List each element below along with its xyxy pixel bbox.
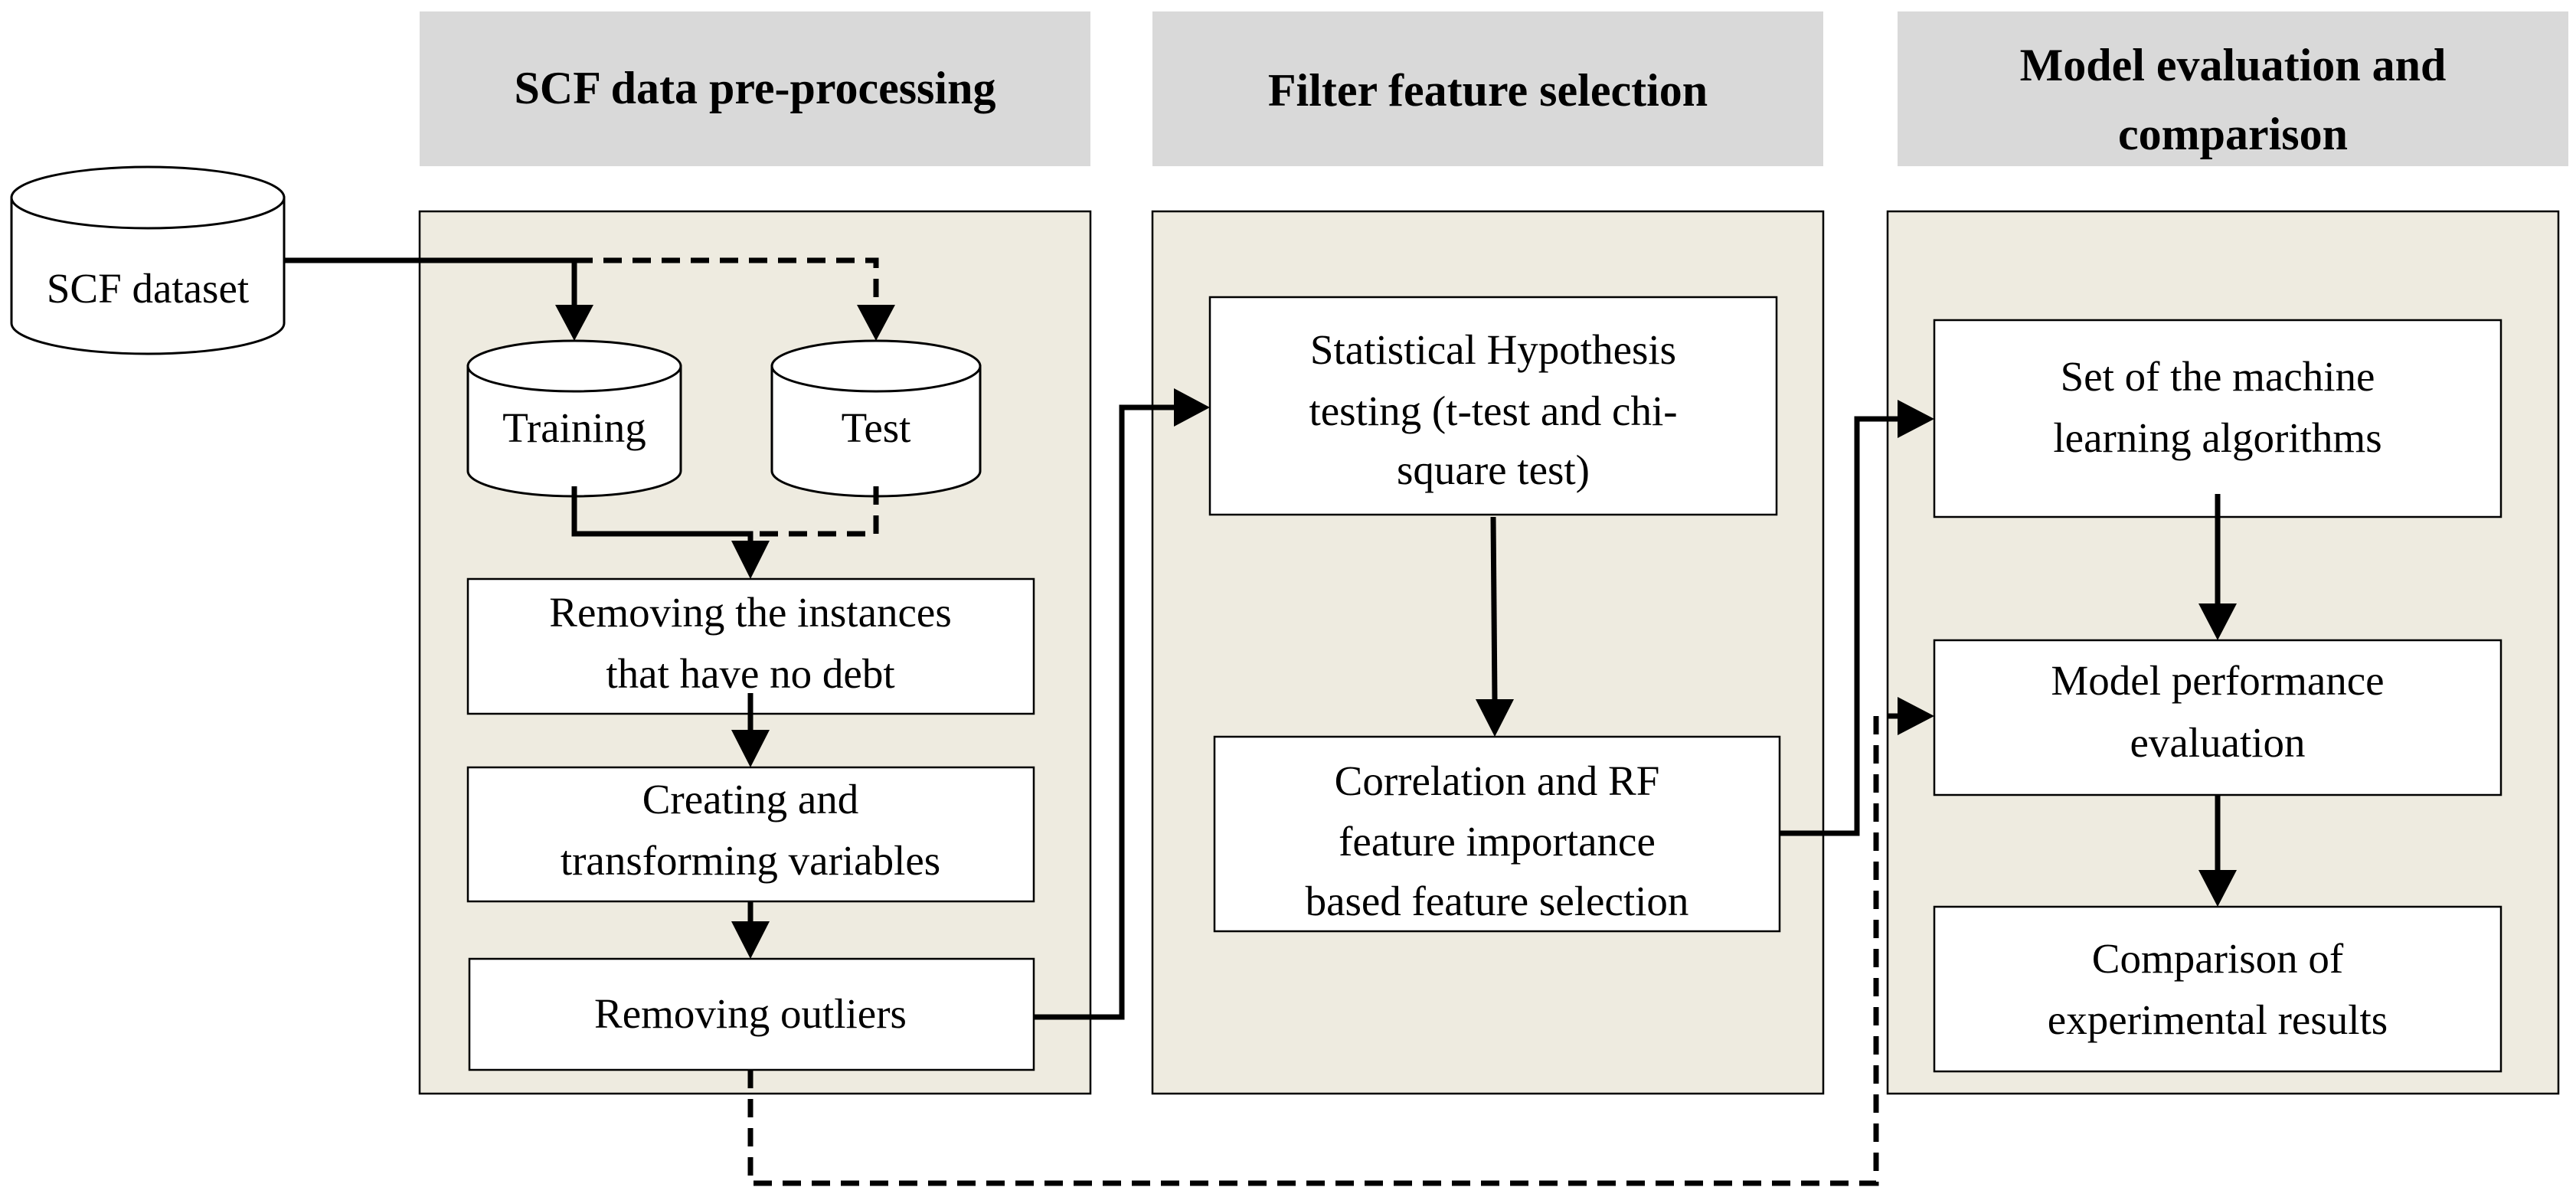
test-cylinder: Test: [770, 339, 982, 498]
connector-correlation-algorithms: [1780, 416, 1899, 836]
algorithms-line-1: Set of the machine: [2061, 353, 2375, 400]
header-feature-selection-label: Filter feature selection: [1268, 65, 1708, 116]
hypothesis-line-2: testing (t-test and chi-: [1309, 388, 1677, 434]
header-evaluation-line-1: Model evaluation and: [2020, 40, 2447, 90]
test-label: Test: [842, 404, 911, 451]
arrowhead-hypothesis: [1174, 388, 1210, 427]
arrowhead-correlation: [1476, 699, 1514, 737]
dataset-cylinder: SCF dataset: [10, 165, 286, 355]
arrowhead-transform: [731, 730, 770, 767]
correlation-rf-box: Correlation and RF feature importance ba…: [1213, 735, 1781, 933]
remove-no-debt-line-1: Removing the instances: [549, 589, 951, 636]
hypothesis-line-3: square test): [1397, 446, 1590, 493]
remove-no-debt-line-2: that have no debt: [606, 650, 894, 697]
connector-outliers-performance: [747, 713, 1899, 1186]
comparison-line-2: experimental results: [2048, 996, 2388, 1043]
correlation-rf-line-1: Correlation and RF: [1335, 757, 1660, 804]
correlation-rf-line-2: feature importance: [1339, 818, 1656, 865]
dataset-label: SCF dataset: [47, 265, 249, 312]
connectors: [284, 257, 2237, 1186]
header-evaluation-line-2: comparison: [2118, 109, 2348, 159]
arrowhead-comparison: [2198, 870, 2237, 907]
header-preprocessing-label: SCF data pre-processing: [515, 63, 996, 113]
correlation-rf-line-3: based feature selection: [1306, 878, 1689, 924]
algorithms-box: Set of the machine learning algorithms: [1933, 319, 2502, 518]
remove-no-debt-box: Removing the instances that have no debt: [466, 577, 1035, 715]
arrowhead-performance: [2198, 603, 2237, 640]
hypothesis-box: Statistical Hypothesis testing (t-test a…: [1208, 296, 1778, 516]
training-cylinder: Training: [466, 339, 682, 498]
arrowhead-outliers: [731, 921, 770, 959]
arrowhead-remove: [731, 541, 770, 579]
training-label: Training: [502, 404, 646, 451]
connector-hypothesis-correlation: [1490, 516, 1498, 702]
transform-line-2: transforming variables: [561, 837, 940, 884]
arrowhead-training: [555, 305, 593, 341]
performance-line-2: evaluation: [2130, 719, 2305, 766]
transform-line-1: Creating and: [642, 776, 859, 823]
header-evaluation: Model evaluation and comparison: [1898, 11, 2568, 166]
transform-box: Creating and transforming variables: [466, 766, 1035, 903]
performance-box: Model performance evaluation: [1933, 639, 2502, 796]
comparison-box: Comparison of experimental results: [1933, 905, 2502, 1073]
outliers-label: Removing outliers: [594, 990, 907, 1037]
arrowhead-algorithms: [1898, 400, 1934, 438]
arrowhead-test: [857, 305, 895, 341]
header-feature-selection: Filter feature selection: [1152, 11, 1823, 166]
arrowhead-performance-dashed: [1898, 697, 1934, 735]
header-preprocessing: SCF data pre-processing: [420, 11, 1090, 166]
connector-test-remove: [750, 486, 879, 537]
connector-dataset-test: [574, 257, 879, 305]
outliers-box: Removing outliers: [468, 957, 1035, 1071]
hypothesis-line-1: Statistical Hypothesis: [1310, 326, 1676, 373]
performance-line-1: Model performance: [2051, 657, 2384, 704]
connector-outliers-hypothesis: [1034, 404, 1175, 1020]
connector-training-remove: [571, 486, 754, 542]
algorithms-line-2: learning algorithms: [2053, 414, 2381, 461]
comparison-line-1: Comparison of: [2092, 935, 2344, 982]
